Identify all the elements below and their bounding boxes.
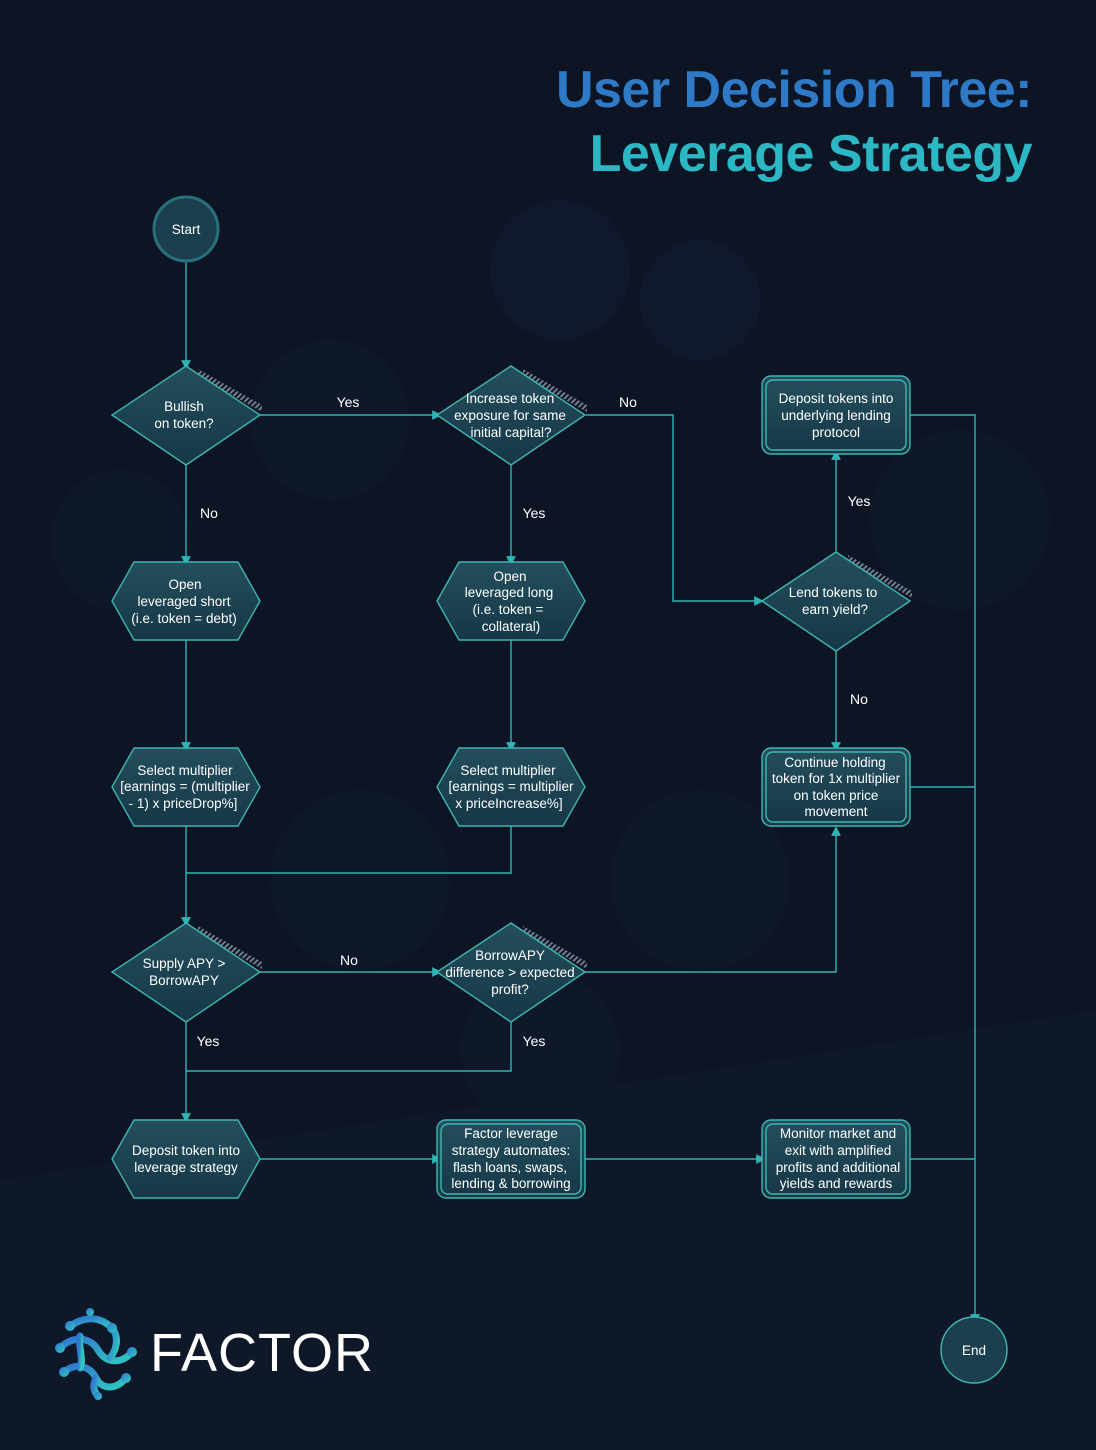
node-shapes <box>110 195 1008 1384</box>
diamond-shadows <box>198 369 912 969</box>
label-borrow-yes: Yes <box>523 1033 546 1049</box>
brand-name: FACTOR <box>150 1323 375 1383</box>
continue-holding-box <box>761 747 911 827</box>
start-node <box>152 195 220 263</box>
edge-borrow-merge <box>186 1022 512 1072</box>
label-bullish-no: No <box>200 505 218 521</box>
edge-increase-lend <box>586 414 764 606</box>
label-lend-no: No <box>850 691 868 707</box>
title-line-1: User Decision Tree: <box>555 61 1033 119</box>
label-lend-yes: Yes <box>848 493 871 509</box>
supply-apy-diamond <box>110 922 262 1023</box>
supply-apy-text: Supply APY >BorrowAPY <box>143 956 226 988</box>
label-increase-yes: Yes <box>523 505 546 521</box>
label-supply-no: No <box>340 952 358 968</box>
borrow-apy-diamond <box>435 922 587 1023</box>
increase-exposure-diamond <box>435 365 587 466</box>
connectors <box>181 262 980 1324</box>
label-increase-no: No <box>619 394 637 410</box>
label-bullish-yes: Yes <box>337 394 360 410</box>
end-label: End <box>962 1343 986 1358</box>
select-short-hexagon <box>111 747 261 827</box>
deposit-strategy-hexagon <box>111 1119 261 1199</box>
deposit-lending-box <box>761 375 911 455</box>
open-long-hexagon <box>436 561 586 641</box>
edge-deposit-lending-end <box>910 414 980 1324</box>
factor-network-logo-icon <box>55 1308 137 1400</box>
factor-automates-box <box>436 1119 586 1199</box>
label-supply-yes: Yes <box>197 1033 220 1049</box>
monitor-market-box <box>761 1119 911 1199</box>
select-long-hexagon <box>436 747 586 827</box>
start-label: Start <box>172 222 201 237</box>
open-short-hexagon <box>111 561 261 641</box>
edge-select-long-merge <box>186 826 512 874</box>
page-title: User Decision Tree: Leverage Strategy <box>555 58 1033 186</box>
lend-tokens-diamond <box>760 551 912 652</box>
title-line-2: Leverage Strategy <box>589 125 1033 183</box>
bullish-diamond <box>110 365 262 466</box>
edge-labels: Yes No No Yes Yes No No Yes Yes <box>197 394 871 1049</box>
select-short-text: Select multiplier[earnings = (multiplier… <box>120 763 250 811</box>
edge-borrow-continue <box>582 826 841 973</box>
end-node <box>940 1316 1008 1384</box>
